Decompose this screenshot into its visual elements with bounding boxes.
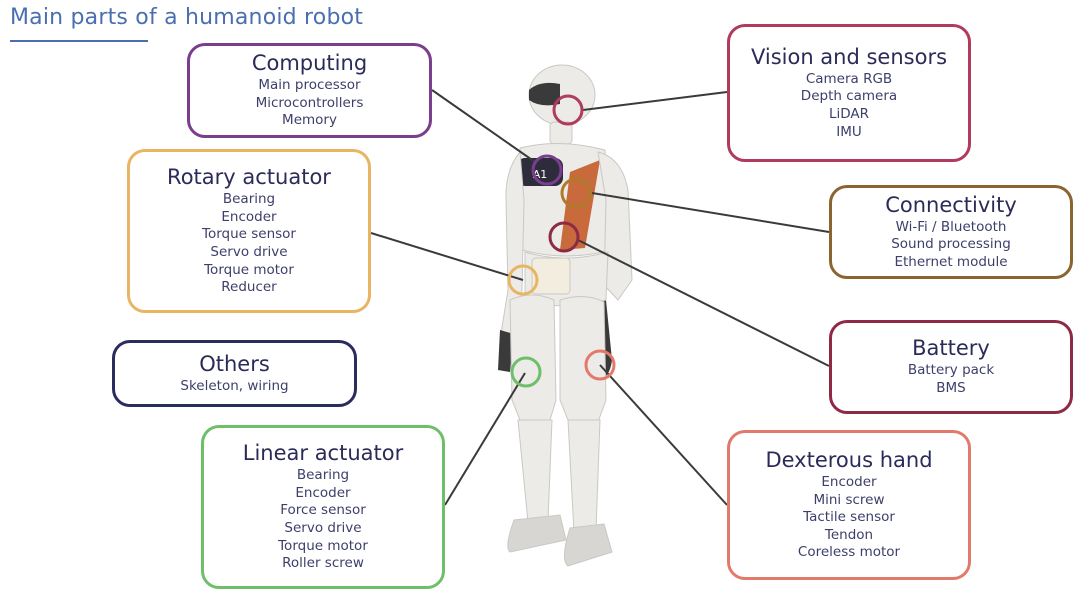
rotary-actuator-heading: Rotary actuator	[167, 165, 331, 190]
rotary-actuator-box: Rotary actuator Bearing Encoder Torque s…	[127, 149, 371, 313]
computing-item: Main processor	[258, 77, 361, 94]
linear-actuator-item: Encoder	[295, 484, 351, 501]
highlight-battery	[548, 221, 580, 253]
rotary-actuator-item: Torque sensor	[202, 226, 296, 243]
robot-left-hand	[498, 330, 514, 372]
computing-box: Computing Main processor Microcontroller…	[187, 43, 432, 138]
connectivity-item: Wi-Fi / Bluetooth	[895, 218, 1007, 235]
computing-item: Microcontrollers	[255, 94, 364, 111]
robot-left-thigh	[509, 294, 557, 421]
robot-figure	[498, 64, 633, 567]
others-box: Others Skeleton, wiring	[112, 340, 357, 407]
linear-actuator-item: Servo drive	[284, 520, 362, 536]
title-underline	[10, 40, 148, 42]
linear-actuator-box: Linear actuator Bearing Encoder Force se…	[201, 425, 445, 589]
dexterous-hand-item: Coreless motor	[797, 544, 901, 561]
vision-sensors-item: Depth camera	[800, 88, 898, 105]
linear-actuator-item: Bearing	[296, 467, 350, 484]
vision-sensors-item: Camera RGB	[805, 70, 893, 87]
dexterous-hand-heading: Dexterous hand	[765, 448, 933, 473]
robot-left-foot	[507, 514, 567, 553]
linear-actuator-heading: Linear actuator	[242, 441, 404, 466]
vision-sensors-box: Vision and sensors Camera RGB Depth came…	[727, 24, 971, 162]
connector-dexterous	[599, 364, 728, 506]
connectivity-box: Connectivity Wi-Fi / Bluetooth Sound pro…	[829, 185, 1073, 279]
robot-face-visor	[529, 82, 560, 106]
battery-heading: Battery	[912, 336, 990, 361]
rotary-actuator-item: Servo drive	[210, 244, 288, 260]
others-item: Skeleton, wiring	[180, 377, 289, 394]
robot-right-thigh	[559, 296, 607, 423]
dexterous-hand-item: Encoder	[821, 474, 877, 491]
vision-sensors-heading: Vision and sensors	[750, 44, 948, 69]
linear-actuator-item: Torque motor	[278, 537, 368, 554]
computing-heading: Computing	[251, 51, 368, 76]
connectivity-item: Sound processing	[891, 236, 1011, 253]
vision-sensors-item: IMU	[836, 123, 862, 140]
connector-linear	[444, 372, 526, 506]
dexterous-hand-item: Tactile sensor	[803, 509, 895, 526]
highlight-connectivity	[560, 177, 592, 209]
robot-chest-screen	[517, 158, 563, 186]
connector-connectivity	[591, 192, 830, 233]
vision-sensors-item: LiDAR	[828, 106, 870, 122]
connector-vision	[582, 91, 728, 111]
connector-battery	[577, 239, 830, 367]
page-title: Main parts of a humanoid robot	[10, 5, 364, 30]
robot-left-shin	[517, 419, 553, 523]
connector-lines	[370, 89, 830, 506]
rotary-actuator-item: Encoder	[221, 208, 277, 225]
connectivity-item: Ethernet module	[894, 253, 1008, 270]
linear-actuator-item: Force sensor	[280, 502, 366, 519]
highlight-linear	[510, 356, 542, 388]
robot-right-foot	[564, 523, 613, 567]
robot-right-shin	[567, 419, 601, 533]
rotary-actuator-item: Reducer	[221, 279, 277, 296]
highlight-rotary	[507, 264, 539, 296]
rotary-actuator-item: Bearing	[222, 191, 276, 208]
robot-hip-block	[531, 257, 571, 295]
highlight-dexterous	[584, 349, 616, 381]
linear-actuator-item: Roller screw	[282, 555, 364, 572]
dexterous-hand-item: Tendon	[824, 526, 874, 543]
others-heading: Others	[199, 351, 270, 376]
rotary-actuator-item: Torque motor	[204, 261, 294, 278]
battery-item: Battery pack	[907, 362, 995, 379]
computing-item: Memory	[282, 112, 337, 129]
battery-box: Battery Battery pack BMS	[829, 320, 1073, 414]
connectivity-heading: Connectivity	[885, 192, 1017, 217]
battery-item: BMS	[936, 380, 966, 396]
connector-computing	[431, 89, 536, 163]
highlight-computing	[531, 154, 563, 186]
highlight-vision	[552, 94, 584, 126]
connector-rotary	[370, 232, 524, 281]
dexterous-hand-item: Mini screw	[813, 491, 885, 508]
dexterous-hand-box: Dexterous hand Encoder Mini screw Tactil…	[727, 430, 971, 580]
